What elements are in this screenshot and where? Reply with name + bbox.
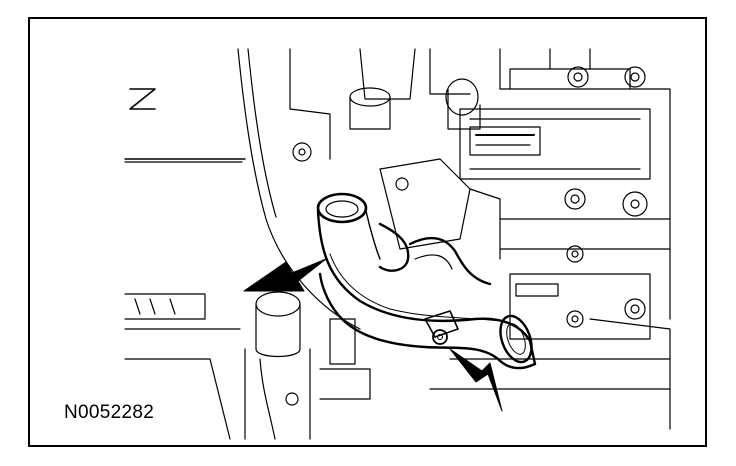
engine-block-outline	[124, 48, 671, 430]
engine-hose-illustration	[124, 48, 671, 440]
callout-left-arrow	[243, 258, 327, 292]
illustration-frame: N0052282	[28, 17, 707, 447]
callout-right-arrow	[449, 348, 503, 412]
figure-reference-id: N0052282	[64, 402, 155, 423]
coolant-hose	[316, 192, 537, 370]
lower-left-components	[124, 291, 371, 440]
